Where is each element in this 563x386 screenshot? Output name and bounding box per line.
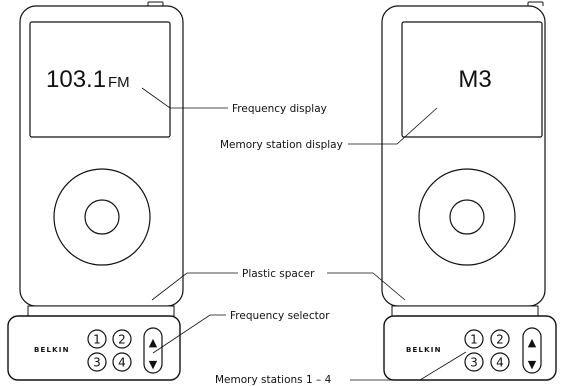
right-preset-button-3: [464, 352, 484, 372]
right-preset-button-2: [490, 329, 510, 349]
frequency-selector-label: Frequency selector: [230, 310, 330, 322]
plastic-spacer-leader-right: [327, 272, 406, 301]
right-up-arrow-icon: ▲: [528, 336, 537, 349]
right-frequency-rocker: [522, 327, 542, 374]
left-player-screen: [29, 21, 171, 138]
left-preset-button-2: [112, 329, 132, 349]
left-up-arrow-icon: ▲: [149, 336, 158, 349]
left-preset-label-4: 4: [118, 356, 126, 370]
left-preset-button-1: [87, 329, 107, 349]
left-preset-label-2: 2: [118, 333, 126, 347]
right-transmitter-body: [383, 315, 557, 381]
frequency-selector-leader: [152, 314, 226, 354]
plastic-spacer-leader-left: [151, 272, 238, 301]
memory-station-display-leader: [348, 107, 438, 145]
left-down-arrow-icon: ▼: [149, 358, 158, 371]
right-plastic-spacer: [391, 305, 539, 317]
right-brand-logo: BELKIN: [406, 346, 442, 354]
left-frequency-value: 103.1: [46, 66, 106, 93]
left-transmitter: BELKIN 1 2 3 4 ▲ ▼: [7, 305, 181, 381]
callouts: Frequency display Memory station display…: [141, 87, 467, 386]
frequency-display-leader: [141, 87, 228, 109]
left-frequency-unit: FM: [108, 74, 130, 91]
right-player-top-tab: [527, 1, 544, 6]
right-down-arrow-icon: ▼: [528, 358, 537, 371]
right-preset-button-4: [490, 352, 510, 372]
right-memory-station-value: M3: [458, 66, 491, 93]
right-center-button: [449, 199, 485, 235]
frequency-display-label: Frequency display: [232, 103, 327, 115]
memory-stations-label: Memory stations 1 – 4: [215, 374, 332, 386]
right-preset-label-1: 1: [470, 333, 478, 347]
right-preset-label-2: 2: [496, 333, 504, 347]
right-preset-button-1: [464, 329, 484, 349]
right-transmitter: BELKIN 1 2 3 4 ▲ ▼: [383, 305, 557, 381]
left-plastic-spacer: [27, 305, 175, 317]
left-preset-label-3: 3: [93, 356, 101, 370]
right-player: M3: [381, 1, 546, 307]
left-brand-logo: BELKIN: [34, 346, 70, 354]
left-player: 103.1 FM: [19, 1, 184, 307]
memory-stations-leader: [350, 351, 467, 381]
left-preset-button-4: [112, 352, 132, 372]
plastic-spacer-label: Plastic spacer: [242, 268, 315, 280]
right-preset-label-3: 3: [470, 356, 478, 370]
left-center-button: [84, 199, 120, 235]
left-preset-label-1: 1: [93, 333, 101, 347]
left-frequency-rocker: [143, 327, 163, 374]
left-preset-button-3: [87, 352, 107, 372]
memory-station-display-label: Memory station display: [220, 139, 343, 151]
left-player-top-tab: [147, 1, 164, 6]
right-preset-label-4: 4: [496, 356, 504, 370]
